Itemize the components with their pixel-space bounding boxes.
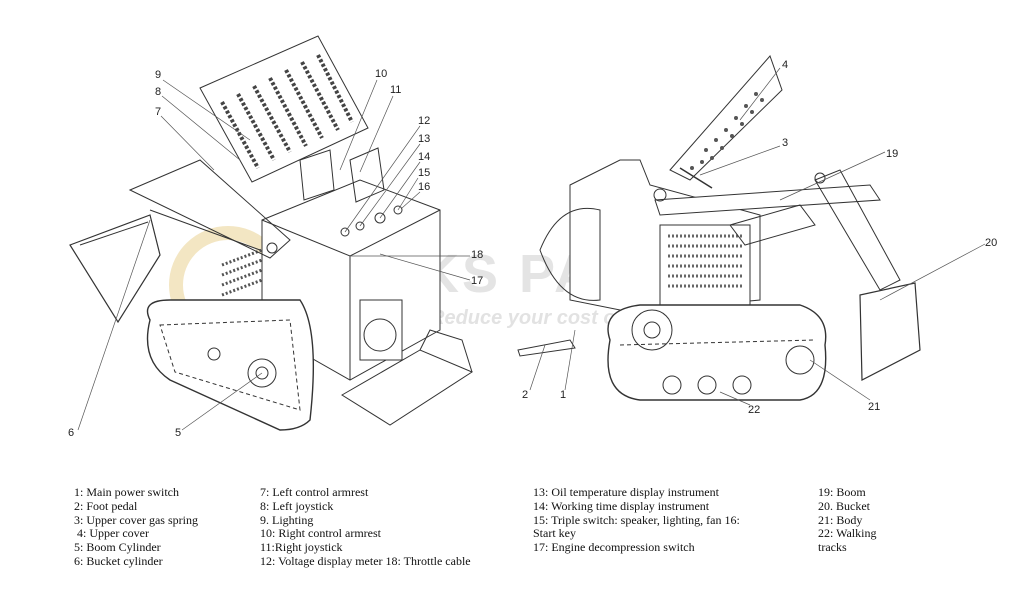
legend-column-3: 13: Oil temperature display instrument 1… [533, 485, 740, 555]
legend-item: 15: Triple switch: speaker, lighting, fa… [533, 512, 740, 527]
legend-item: 5: Boom Cylinder [74, 540, 161, 555]
callout-1: 1 [560, 389, 566, 401]
callout-labels-right: 4 3 19 20 2 1 22 21 [522, 59, 997, 416]
legend-item: Start key [533, 526, 576, 541]
callout-17: 17 [471, 275, 483, 287]
callout-12: 12 [418, 115, 430, 127]
legend-item: 12: Voltage display meter 18: Throttle c… [260, 553, 471, 568]
legend-item: tracks [818, 540, 847, 555]
legend-column-4: 19: Boom 20. Bucket 21: Body 22: Walking… [818, 485, 877, 555]
callout-22: 22 [748, 404, 760, 416]
legend-item: 10: Right control armrest [260, 526, 381, 541]
legend-item: 4: Upper cover [74, 526, 149, 541]
legend-item: 7: Left control armrest [260, 485, 369, 499]
legend-item: 21: Body [818, 512, 863, 527]
callout-21: 21 [868, 401, 880, 413]
legend-item: 3: Upper cover gas spring [74, 512, 198, 527]
callout-10: 10 [375, 68, 387, 80]
legend-column-2: 7: Left control armrest 8: Left joystick… [260, 485, 471, 569]
legend-item: 6: Bucket cylinder [74, 553, 163, 568]
leader-lines [77, 67, 986, 431]
callout-14: 14 [418, 151, 430, 163]
legend-column-1: 1: Main power switch 2: Foot pedal 3: Up… [74, 485, 198, 569]
legend-item: 2: Foot pedal [74, 498, 138, 513]
callout-7: 7 [155, 106, 161, 118]
legend-item: 11:Right joystick [260, 540, 343, 555]
legend-item: 17: Engine decompression switch [533, 540, 695, 555]
legend-item: 20. Bucket [818, 498, 870, 513]
callout-13: 13 [418, 133, 430, 145]
legend-item: 1: Main power switch [74, 485, 179, 499]
callout-labels-left: 9 8 7 10 11 12 13 14 15 16 18 17 6 5 [68, 68, 483, 439]
callout-8: 8 [155, 86, 161, 98]
legend-item: 8: Left joystick [260, 498, 334, 513]
callout-4: 4 [782, 59, 788, 71]
legend-item: 9. Lighting [260, 512, 314, 527]
callout-6: 6 [68, 427, 74, 439]
right-machine-drawing [517, 55, 921, 401]
legend-item: 13: Oil temperature display instrument [533, 485, 719, 499]
callout-15: 15 [418, 167, 430, 179]
callout-18: 18 [471, 249, 483, 261]
callout-2: 2 [522, 389, 528, 401]
callout-16: 16 [418, 181, 430, 193]
legend-item: 19: Boom [818, 485, 866, 499]
callout-19: 19 [886, 148, 898, 160]
left-machine-drawing [69, 35, 474, 431]
callout-3: 3 [782, 137, 788, 149]
legend-item: 14: Working time display instrument [533, 498, 710, 513]
callout-5: 5 [175, 427, 181, 439]
callout-9: 9 [155, 69, 161, 81]
legend-item: 22: Walking [818, 526, 877, 541]
machine-diagram: LUCKS PARTS Reduce your cost on earthmov… [68, 35, 997, 439]
callout-20: 20 [985, 237, 997, 249]
callout-11: 11 [390, 84, 401, 96]
